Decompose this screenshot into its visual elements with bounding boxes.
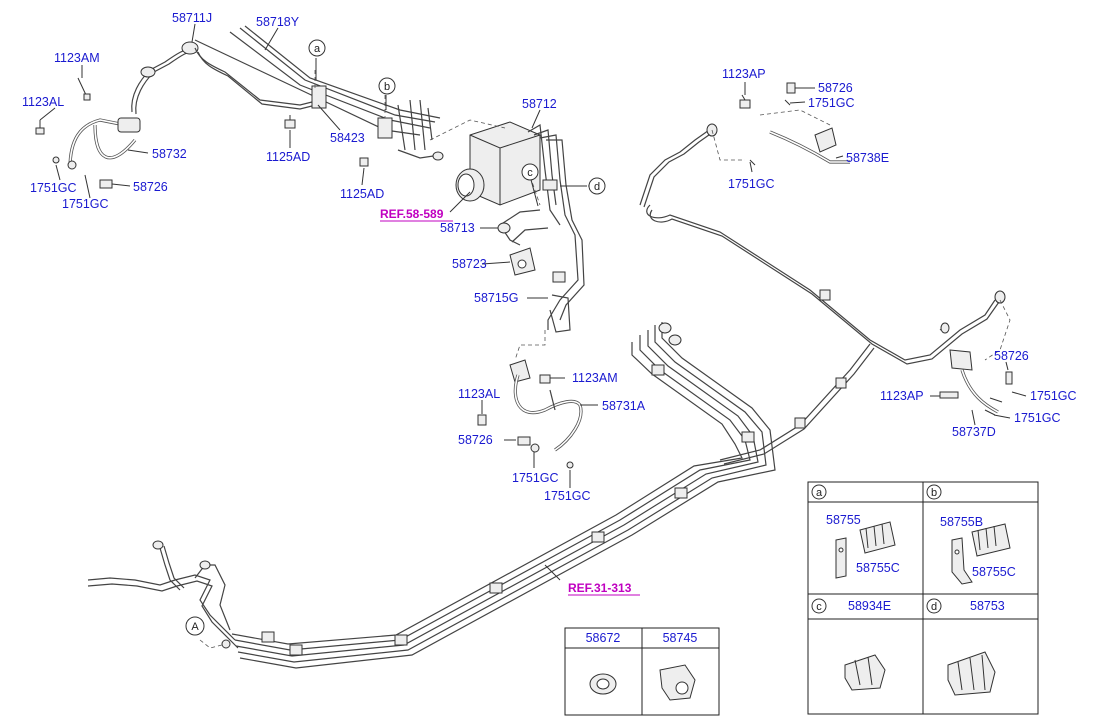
svg-text:REF.31-313: REF.31-313 xyxy=(568,581,632,595)
label-58723: 58723 xyxy=(452,257,487,271)
callout-c: c xyxy=(521,163,539,181)
svg-text:c: c xyxy=(816,601,822,613)
label-1123AL-tl: 1123AL xyxy=(22,95,64,109)
svg-text:A: A xyxy=(191,621,199,633)
svg-text:c: c xyxy=(527,167,533,179)
label-1751GC-d: 1751GC xyxy=(544,489,591,503)
svg-text:58755C: 58755C xyxy=(856,561,900,575)
label-58738E: 58738E xyxy=(846,151,889,165)
cell-58745: 58745 xyxy=(663,631,698,645)
clip-icon xyxy=(659,664,696,701)
leader-lines xyxy=(39,23,1027,581)
svg-text:b: b xyxy=(384,81,390,93)
svg-text:a: a xyxy=(816,487,823,499)
svg-text:b: b xyxy=(931,487,937,499)
label-58423: 58423 xyxy=(330,131,365,145)
label-58726-mid: 58726 xyxy=(458,433,493,447)
table-details: a b c d 58755 58755C 58755B 58755C 58934… xyxy=(807,481,1039,715)
bracket-b-icon xyxy=(951,523,1011,585)
label-1751GC-a: 1751GC xyxy=(30,181,77,195)
table-grommets: 58672 58745 xyxy=(564,627,720,716)
label-1123AL-mid: 1123AL xyxy=(458,387,500,401)
fasteners xyxy=(35,77,1013,469)
svg-text:58755C: 58755C xyxy=(972,565,1016,579)
svg-text:a: a xyxy=(314,43,321,55)
bracket-a-icon xyxy=(835,521,896,579)
svg-text:d: d xyxy=(594,181,600,193)
label-1123AM-mid: 1123AM xyxy=(572,371,618,385)
label-58726-a: 58726 xyxy=(133,180,168,194)
callout-b: b xyxy=(378,77,396,95)
label-1751GC-h: 1751GC xyxy=(1014,411,1061,425)
callout-a: a xyxy=(308,39,326,57)
part-labels: 58711J 58718Y 1123AM 1123AL 58732 1751GC… xyxy=(22,11,1077,503)
cell-58672: 58672 xyxy=(586,631,621,645)
label-58732: 58732 xyxy=(152,147,187,161)
svg-text:58755B: 58755B xyxy=(940,515,983,529)
label-1123AM-tl: 1123AM xyxy=(54,51,100,65)
svg-text:58934E: 58934E xyxy=(848,599,891,613)
abs-unit xyxy=(455,121,541,206)
label-1751GC-e: 1751GC xyxy=(808,96,855,110)
label-58712: 58712 xyxy=(522,97,557,111)
label-1125AD-a: 1125AD xyxy=(266,150,310,164)
label-1123AP-right: 1123AP xyxy=(880,389,924,403)
callout-d: d xyxy=(588,177,606,195)
label-58726-top: 58726 xyxy=(818,81,853,95)
clip-c-icon xyxy=(844,654,886,691)
ref-58-589: REF.58-589 xyxy=(380,207,453,222)
label-1751GC-f: 1751GC xyxy=(728,177,775,191)
clip-d-icon xyxy=(947,651,996,696)
label-58737D: 58737D xyxy=(952,425,996,439)
callout-A: A xyxy=(185,616,205,636)
label-58726-right: 58726 xyxy=(994,349,1029,363)
grommet-icon xyxy=(589,673,617,695)
label-1123AP-top: 1123AP xyxy=(722,67,766,81)
svg-text:d: d xyxy=(931,601,937,613)
label-58713: 58713 xyxy=(440,221,475,235)
label-1125AD-b: 1125AD xyxy=(340,187,384,201)
label-58711J: 58711J xyxy=(172,11,212,25)
ref-31-313: REF.31-313 xyxy=(568,581,640,596)
brake-pipes xyxy=(68,25,1006,669)
svg-text:REF.58-589: REF.58-589 xyxy=(380,207,444,221)
label-1751GC-c: 1751GC xyxy=(512,471,559,485)
label-58731A: 58731A xyxy=(602,399,646,413)
label-58715G: 58715G xyxy=(474,291,518,305)
label-1751GC-g: 1751GC xyxy=(1030,389,1077,403)
label-58718Y: 58718Y xyxy=(256,15,300,29)
svg-text:58753: 58753 xyxy=(970,599,1005,613)
svg-text:58755: 58755 xyxy=(826,513,861,527)
label-1751GC-b: 1751GC xyxy=(62,197,109,211)
